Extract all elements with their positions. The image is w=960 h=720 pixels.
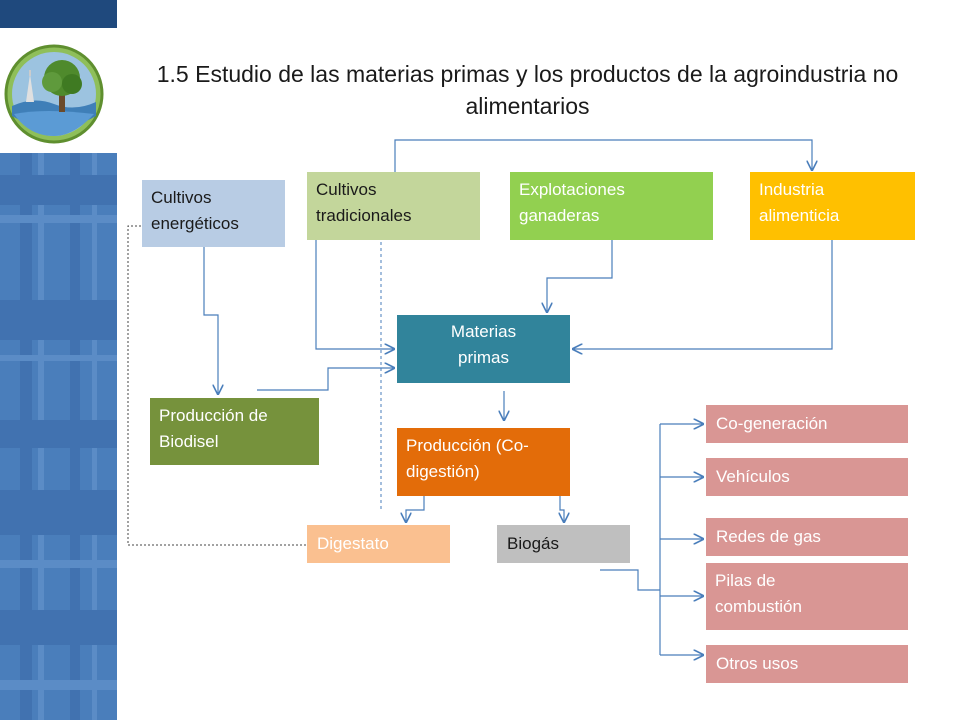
logo-emblem-icon xyxy=(4,44,104,144)
connector-energeticos-to-biodisel xyxy=(203,247,218,394)
box-cultivos-tradicionales: Cultivos tradicionales xyxy=(307,172,480,240)
box-industria-alimenticia: Industria alimenticia xyxy=(750,172,915,240)
connector-tradicionales-to-industria xyxy=(394,139,812,172)
connector-digestato-to-energeticos xyxy=(127,225,306,546)
box-materias-primas: Materias primas xyxy=(397,315,570,383)
box-produccion-codigestion: Producción (Co-digestión) xyxy=(397,428,570,496)
connector-produccion-to-biogas xyxy=(560,496,564,522)
box-cultivos-energeticos: Cultivos energéticos xyxy=(142,180,285,247)
box-biogas: Biogás xyxy=(497,525,630,563)
connector-produccion-to-digestato xyxy=(406,496,425,522)
connector-biodisel-to-materias xyxy=(257,368,394,391)
connector-industria-to-materias xyxy=(573,240,833,349)
box-digestato: Digestato xyxy=(307,525,450,563)
box-co-generacion: Co-generación xyxy=(706,405,908,443)
box-redes-de-gas: Redes de gas xyxy=(706,518,908,556)
page-title: 1.5 Estudio de las materias primas y los… xyxy=(156,61,899,119)
box-pilas-de-combustion: Pilas de combustión xyxy=(706,563,908,630)
box-produccion-biodisel: Producción de Biodisel xyxy=(150,398,319,465)
connector-explotaciones-to-materias xyxy=(547,240,613,312)
connector-biogas-to-usos xyxy=(600,569,660,591)
box-explotaciones-ganaderas: Explotaciones ganaderas xyxy=(510,172,713,240)
box-otros-usos: Otros usos xyxy=(706,645,908,683)
connector-tradicionales-to-materias xyxy=(315,240,394,349)
box-vehiculos: Vehículos xyxy=(706,458,908,496)
